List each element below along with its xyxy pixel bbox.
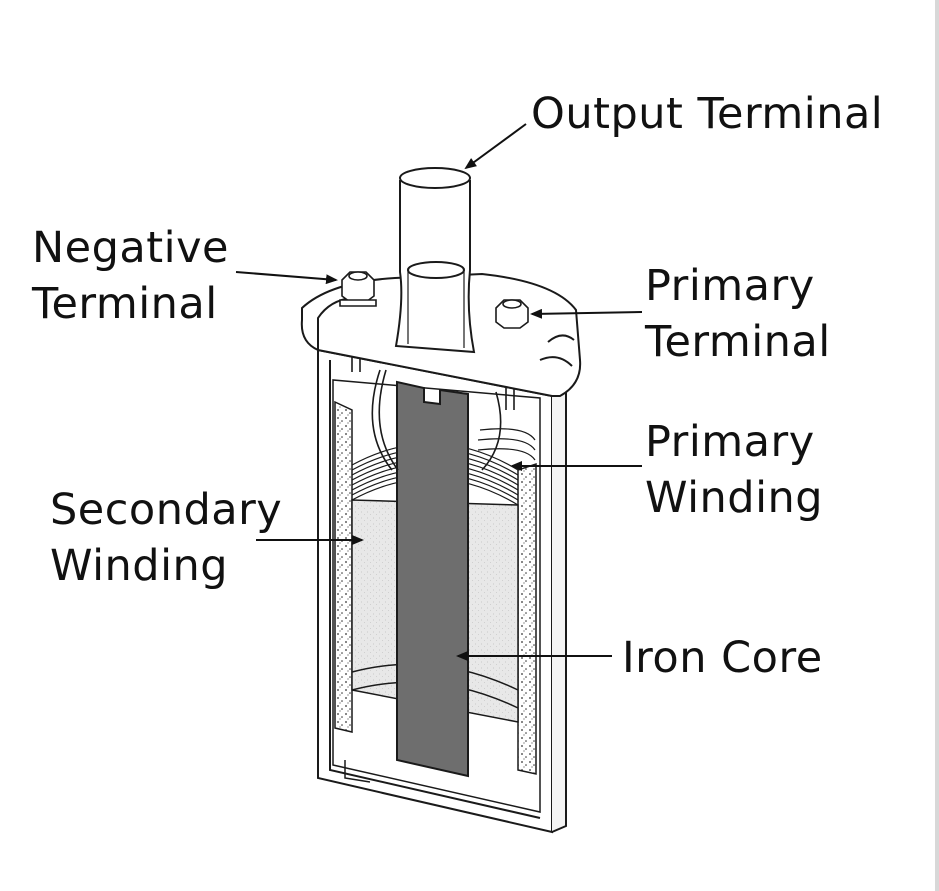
label-primary-terminal-line1: Primary (645, 261, 815, 311)
primary-terminal-nut (495, 299, 529, 329)
label-output-terminal-text: Output Terminal (531, 89, 884, 139)
label-negative-terminal-line1: Negative (32, 223, 229, 273)
label-iron-core-text: Iron Core (622, 633, 823, 683)
negative-terminal-nut (339, 271, 377, 307)
label-secondary-winding-line2: Winding (50, 541, 229, 591)
primary-terminal-leader (530, 308, 643, 319)
frame-edge (935, 0, 939, 891)
label-primary-terminal-line2: Terminal (645, 317, 831, 367)
label-secondary-winding: Secondary Winding (50, 482, 282, 594)
label-primary-terminal: Primary Terminal (645, 258, 831, 370)
label-negative-terminal-line2: Terminal (32, 279, 218, 329)
output-terminal-leader (464, 123, 527, 170)
label-secondary-winding-line1: Secondary (50, 485, 283, 535)
label-primary-winding-line2: Winding (645, 473, 824, 523)
negative-terminal-leader (235, 271, 338, 285)
label-negative-terminal: Negative Terminal (32, 220, 229, 332)
label-primary-winding: Primary Winding (645, 414, 823, 526)
output-tower (394, 167, 476, 354)
iron-core (396, 380, 469, 778)
label-primary-winding-line1: Primary (645, 417, 815, 467)
label-output-terminal: Output Terminal (531, 86, 883, 142)
leader-lines (235, 123, 643, 661)
label-iron-core: Iron Core (622, 630, 823, 686)
